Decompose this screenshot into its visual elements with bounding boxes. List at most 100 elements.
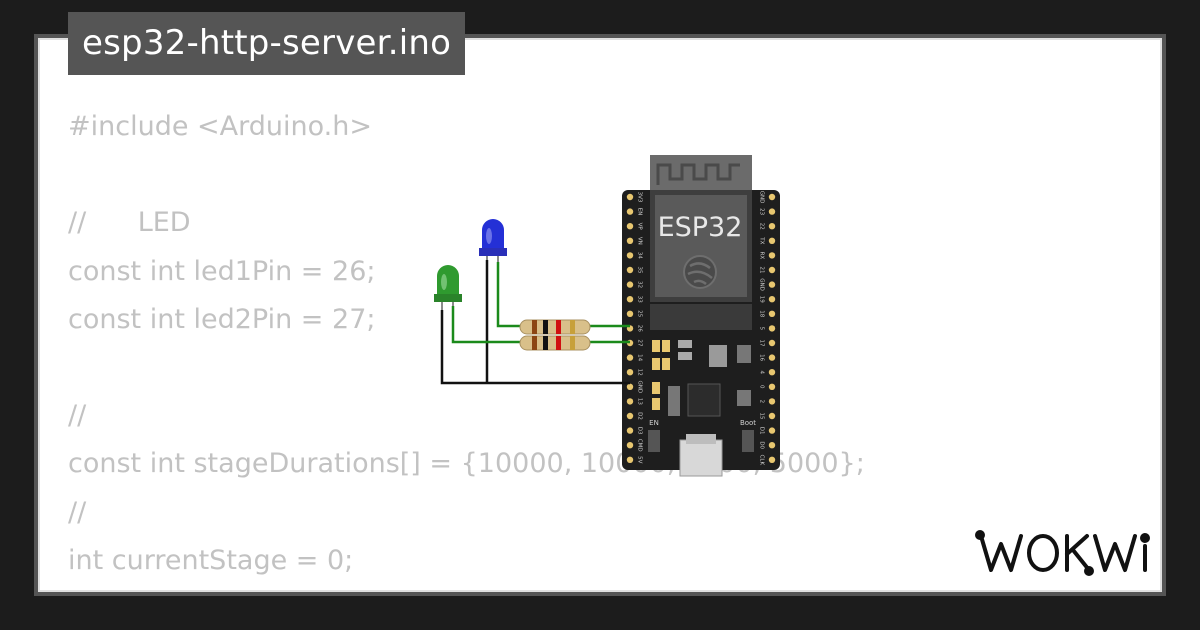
boot-label: Boot bbox=[740, 419, 756, 427]
code-line: const int led2Pin = 27; bbox=[68, 303, 376, 335]
pin-label: D0 bbox=[759, 441, 765, 449]
pin-label: RX bbox=[759, 252, 765, 260]
pin-label: 15 bbox=[759, 413, 765, 420]
pin-label: 2 bbox=[759, 400, 765, 404]
pin-header[interactable] bbox=[768, 266, 776, 274]
pin-header[interactable] bbox=[626, 266, 634, 274]
pin-label: GND bbox=[759, 191, 765, 204]
pin-label: 32 bbox=[637, 281, 643, 288]
pin-header[interactable] bbox=[768, 252, 776, 259]
pin-label: 17 bbox=[759, 340, 765, 347]
pin-header[interactable] bbox=[768, 208, 776, 215]
pin-header[interactable] bbox=[768, 398, 776, 405]
pin-header[interactable] bbox=[626, 442, 634, 449]
en-button[interactable] bbox=[648, 430, 660, 452]
circuit-diagram: ESP32 3V3ENVPVN343532332526271412GND13D2… bbox=[434, 155, 780, 477]
wire-led2 bbox=[451, 306, 528, 344]
wire-gnd bbox=[440, 310, 630, 385]
pin-header[interactable] bbox=[626, 398, 634, 405]
pin-header[interactable] bbox=[768, 427, 776, 434]
pin-header[interactable] bbox=[626, 310, 634, 317]
pin-label: 27 bbox=[637, 340, 643, 347]
preview-card bbox=[34, 34, 1166, 596]
pin-header[interactable] bbox=[626, 354, 634, 361]
usb-port bbox=[679, 439, 723, 477]
pin-label: GND bbox=[759, 278, 765, 291]
pin-label: 13 bbox=[637, 398, 643, 405]
pin-label: 23 bbox=[759, 208, 765, 215]
pin-label: 25 bbox=[637, 310, 643, 317]
pin-header[interactable] bbox=[768, 310, 776, 317]
chip-label: ESP32 bbox=[658, 212, 743, 243]
boot-button[interactable] bbox=[742, 430, 754, 452]
pin-label: 26 bbox=[637, 325, 643, 332]
pin-label: VN bbox=[637, 237, 643, 245]
pin-header[interactable] bbox=[626, 456, 634, 463]
pin-header[interactable] bbox=[626, 223, 634, 230]
pin-header[interactable] bbox=[768, 383, 776, 390]
blue-led bbox=[479, 219, 507, 256]
file-name-tab: esp32-http-server.ino bbox=[68, 12, 466, 75]
pin-header[interactable] bbox=[768, 223, 776, 230]
wokwi-logo bbox=[975, 530, 1150, 576]
pin-header[interactable] bbox=[626, 208, 634, 215]
pin-header[interactable] bbox=[626, 237, 634, 244]
pin-header[interactable] bbox=[768, 456, 776, 463]
pin-header[interactable] bbox=[768, 281, 776, 288]
pin-label: D1 bbox=[759, 427, 765, 435]
wifi-antenna bbox=[650, 155, 752, 191]
en-label: EN bbox=[649, 419, 659, 427]
pin-header[interactable] bbox=[768, 442, 776, 449]
pin-label: 0 bbox=[759, 385, 765, 389]
code-line: #include <Arduino.h> bbox=[68, 111, 372, 142]
pin-label: 22 bbox=[759, 223, 765, 230]
pin-label: 35 bbox=[637, 267, 643, 274]
pin-label: 34 bbox=[637, 252, 643, 259]
pin-header[interactable] bbox=[768, 354, 776, 361]
pin-header[interactable] bbox=[768, 369, 776, 376]
pin-header[interactable] bbox=[626, 296, 634, 303]
pin-header[interactable] bbox=[768, 237, 776, 244]
pin-label: D2 bbox=[637, 412, 643, 420]
pin-header[interactable] bbox=[626, 383, 634, 390]
pin-label: 3V3 bbox=[637, 192, 643, 203]
pin-label: 5V bbox=[637, 456, 643, 463]
pin-label: 5 bbox=[759, 327, 765, 331]
pin-header[interactable] bbox=[768, 193, 776, 201]
pin-label: 14 bbox=[637, 354, 643, 361]
code-line: // bbox=[68, 496, 87, 528]
pin-label: 12 bbox=[637, 369, 643, 376]
pin-label: GND bbox=[637, 380, 643, 393]
pin-label: 4 bbox=[759, 370, 765, 374]
code-line: // bbox=[68, 400, 87, 432]
code-line: int currentStage = 0; bbox=[68, 544, 354, 576]
pin-header[interactable] bbox=[768, 412, 776, 420]
resistor-2 bbox=[519, 335, 591, 351]
pin-header[interactable] bbox=[626, 252, 634, 259]
pin-header[interactable] bbox=[768, 325, 776, 332]
pin-label: 33 bbox=[637, 296, 643, 303]
resistor-1 bbox=[519, 319, 591, 335]
pin-header[interactable] bbox=[768, 339, 776, 347]
pin-label: 21 bbox=[759, 267, 765, 274]
pin-label: 18 bbox=[759, 310, 765, 317]
pin-header[interactable] bbox=[626, 193, 634, 201]
pin-label: CMD bbox=[637, 439, 643, 452]
pin-label: D3 bbox=[637, 427, 643, 435]
wire-led1 bbox=[496, 262, 528, 328]
pin-header[interactable] bbox=[626, 427, 634, 434]
pin-header[interactable] bbox=[626, 369, 634, 376]
pin-header[interactable] bbox=[768, 296, 776, 303]
pin-header[interactable] bbox=[626, 412, 634, 420]
pin-label: CLK bbox=[759, 455, 765, 466]
code-line: const int led1Pin = 26; bbox=[68, 255, 376, 287]
code-line: // LED bbox=[68, 207, 191, 239]
pin-label: EN bbox=[637, 208, 643, 216]
pin-label: VP bbox=[637, 223, 643, 231]
green-led bbox=[434, 265, 462, 302]
code-line: // bbox=[68, 585, 968, 594]
pin-header[interactable] bbox=[626, 281, 634, 288]
pin-label: 19 bbox=[759, 296, 765, 303]
card-border bbox=[38, 38, 1162, 592]
pin-label: 16 bbox=[759, 354, 765, 361]
